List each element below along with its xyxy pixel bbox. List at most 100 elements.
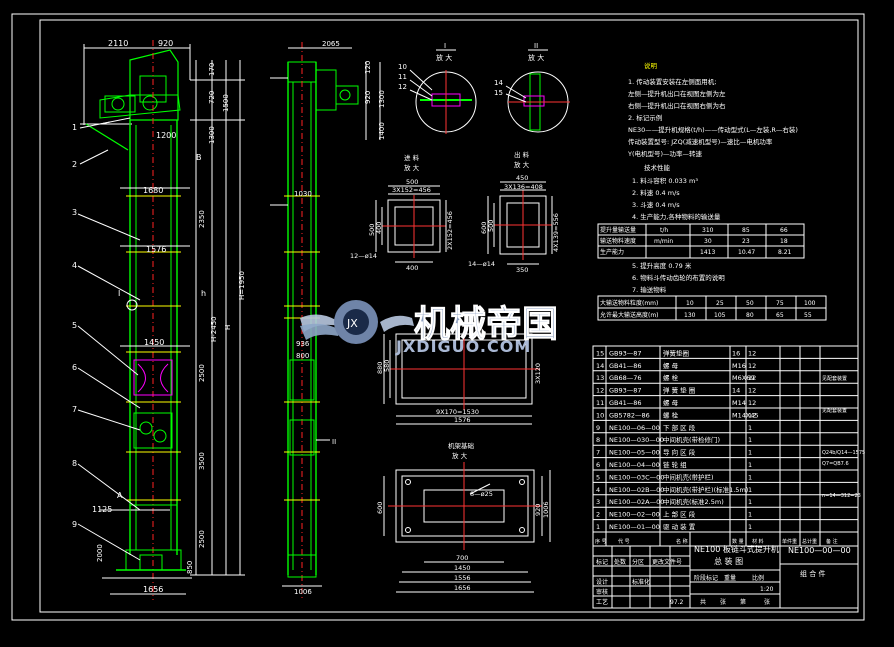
title-label: 更改文件号 bbox=[652, 558, 682, 566]
bom-cell: 5 bbox=[596, 473, 600, 481]
mid-view bbox=[383, 330, 540, 425]
notes-title: 说明 bbox=[644, 61, 658, 70]
perf-table-1: 提升量输送量 t/h 310 85 66 输送物料速度 m/min 30 23 … bbox=[597, 223, 805, 259]
dim-text: 3500 bbox=[198, 452, 206, 470]
bom-cell: 上 部 区 段 bbox=[663, 510, 696, 519]
title-label: 审核 bbox=[596, 588, 608, 596]
bom-cell: 中间机壳(带护栏)(标准1.5m) bbox=[663, 485, 748, 494]
bom-cell: 1 bbox=[748, 486, 752, 494]
bom-cell: 中间机壳(带护栏) bbox=[663, 472, 714, 481]
bom-note: n=14—312=23 bbox=[822, 493, 861, 499]
table-cell: 66 bbox=[780, 227, 788, 234]
part-label: 5 bbox=[72, 321, 77, 330]
bom-cell: NE100—06—00 bbox=[609, 424, 660, 432]
bom-cell: NE100—030—00 bbox=[609, 436, 664, 444]
bom-cell: M6X69 bbox=[732, 374, 754, 382]
dim-text: 3X120 bbox=[534, 363, 542, 384]
part-label: 15 bbox=[494, 89, 503, 97]
table-cell: 提升量输送量 bbox=[600, 226, 636, 234]
bom-cell: 弹簧垫圈 bbox=[663, 348, 689, 357]
material-text: 组 合 件 bbox=[800, 569, 825, 578]
bom-cell: 1 bbox=[748, 498, 752, 506]
dim-text: 600 bbox=[480, 222, 488, 234]
bom-cell: 弹 簧 垫 圈 bbox=[663, 386, 695, 395]
bom-cell: 驱 动 装 置 bbox=[663, 522, 696, 531]
table-cell: 130 bbox=[684, 312, 696, 319]
bom-cell: 12 bbox=[748, 362, 756, 370]
bom-cell: 中间机壳(带检修门) bbox=[663, 435, 720, 444]
bom-cell: 12 bbox=[748, 349, 756, 357]
dim-text: 2065 bbox=[322, 40, 340, 48]
bom-cell: NE100—02B—00 bbox=[609, 486, 664, 494]
mark-text: B bbox=[196, 153, 202, 162]
outlet-flange bbox=[487, 181, 553, 265]
watermark-url: JXDIGUO.COM bbox=[395, 337, 531, 356]
part-label: 11 bbox=[398, 73, 407, 81]
table-cell: 25 bbox=[716, 300, 724, 307]
bom-cell: 7 bbox=[596, 449, 600, 457]
dim-text: 1500 bbox=[222, 94, 230, 112]
note-line: 1. 料斗容积 0.033 m³ bbox=[632, 176, 698, 185]
note-line: 4. 生产能力,各种物料的输送量 bbox=[632, 212, 721, 221]
side-view-labels: 2065 1030 936 800 1006 II 120 920 1300 1… bbox=[294, 40, 386, 596]
detail-1-labels: I 放 大 10 11 12 bbox=[398, 42, 452, 91]
part-label: 2 bbox=[72, 160, 77, 169]
dim-text: 350 bbox=[516, 266, 528, 274]
detail-title: I bbox=[444, 42, 446, 50]
bom-cell: 下 部 区 段 bbox=[663, 423, 696, 432]
dim-text: 9X170=1530 bbox=[436, 408, 479, 416]
part-label: 1 bbox=[72, 123, 77, 132]
bom-cell: GB5782—86 bbox=[609, 411, 650, 419]
note-line: 左侧—提升机出口在视图左侧为左 bbox=[628, 89, 726, 98]
dim-text: 1300 bbox=[378, 90, 386, 108]
note-line: 右侧—提升机出口在视图右侧为右 bbox=[628, 101, 726, 110]
detail-title: II bbox=[534, 42, 538, 50]
part-label: 10 bbox=[398, 63, 407, 71]
dim-text: 1656 bbox=[143, 585, 163, 594]
dim-text: 850 bbox=[186, 561, 194, 574]
table-cell: 85 bbox=[742, 227, 750, 234]
table-cell: 75 bbox=[776, 300, 784, 307]
bom-cell: 2 bbox=[596, 511, 600, 519]
note-line: 5. 提升高度 0.79 米 bbox=[632, 261, 692, 270]
bom-cell: NE100—04—00 bbox=[609, 461, 660, 469]
dim-text: 920 bbox=[364, 91, 372, 104]
outlet-labels: 出 料 放 大 450 3X136=408 600 500 4X139=556 … bbox=[468, 150, 560, 274]
dim-text: 2350 bbox=[198, 210, 206, 228]
bom-cell: 螺 栓 bbox=[663, 373, 679, 382]
table-cell: 55 bbox=[804, 312, 812, 319]
drawing-title-1: NE100 板链斗式提升机 bbox=[694, 544, 779, 554]
bom-cell: GB93—87 bbox=[609, 387, 642, 395]
dim-text: 3X136=408 bbox=[504, 183, 543, 191]
note-line: 3. 斗速 0.4 m/s bbox=[632, 201, 680, 209]
title-label: 重量 bbox=[724, 574, 736, 582]
view-title: 进 料 bbox=[404, 153, 420, 162]
title-label: 张 bbox=[764, 598, 770, 606]
dim-text: 920 bbox=[534, 504, 542, 516]
part-label: 8 bbox=[72, 459, 77, 468]
title-label: 标准化 bbox=[632, 578, 650, 586]
dim-text: 1656 bbox=[454, 584, 471, 592]
note-line: Y(电机型号)—功率—转速 bbox=[627, 149, 703, 158]
dim-text: 2X152=456 bbox=[446, 211, 454, 250]
watermark-main: 机械帝国 bbox=[414, 304, 558, 345]
table-cell: m/min bbox=[654, 238, 673, 245]
notes-2: 5. 提升高度 0.79 米 6. 物料斗传动齿轮的布置的说明 7. 输送物料 bbox=[632, 261, 725, 294]
dim-text: 500 bbox=[487, 220, 495, 232]
bom-cell: 1 bbox=[748, 473, 752, 481]
table-cell: 输送物料速度 bbox=[600, 237, 636, 245]
bom-cell: 1 bbox=[748, 449, 752, 457]
dim-text: 1006 bbox=[542, 501, 550, 518]
dim-text: H bbox=[224, 325, 232, 330]
bom-header-cell: 备 注 bbox=[826, 538, 838, 545]
base-view bbox=[383, 462, 551, 593]
table-cell: 80 bbox=[746, 312, 754, 319]
table-cell: 大输送物料粒度(mm) bbox=[600, 299, 658, 307]
mark-text: A bbox=[117, 491, 123, 500]
bom-cell: 13 bbox=[596, 374, 604, 382]
mark-text: h bbox=[201, 289, 206, 298]
view-subtitle: 放 大 bbox=[514, 160, 530, 169]
bom-cell: 1 bbox=[596, 523, 600, 531]
bom-cell: 16 bbox=[732, 349, 740, 357]
mark-text: I bbox=[118, 289, 120, 298]
